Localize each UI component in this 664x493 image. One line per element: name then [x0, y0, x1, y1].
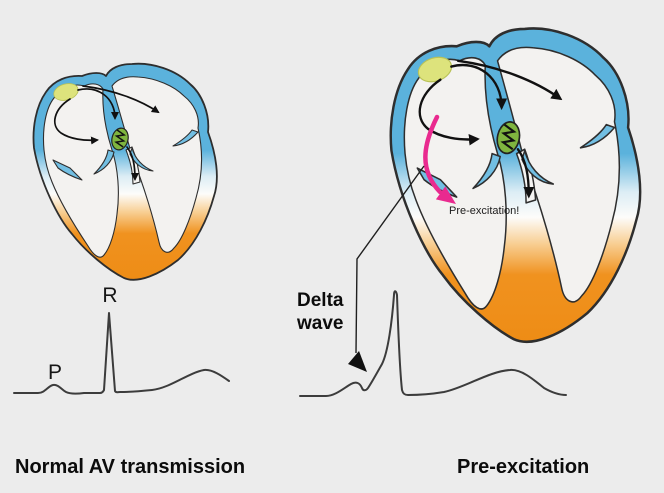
ecg-trace-normal — [13, 312, 230, 395]
p-wave-label: P — [48, 361, 62, 384]
delta-wave-label-line2: wave — [296, 313, 343, 334]
accessory-pathway-arrowhead-icon — [435, 186, 456, 204]
accessory-pathway-arrow — [423, 114, 456, 204]
delta-wave-pointer-line — [355, 165, 425, 354]
right-caption: Pre-excitation — [457, 456, 589, 478]
delta-wave-arrowhead-icon — [348, 351, 367, 372]
ecg-trace-preexcitation — [299, 290, 567, 397]
pre-excitation-annotation: Pre-excitation! — [449, 205, 519, 217]
delta-wave-label-line1: Delta — [297, 290, 344, 311]
left-caption: Normal AV transmission — [15, 456, 245, 478]
r-wave-label: R — [102, 284, 117, 307]
